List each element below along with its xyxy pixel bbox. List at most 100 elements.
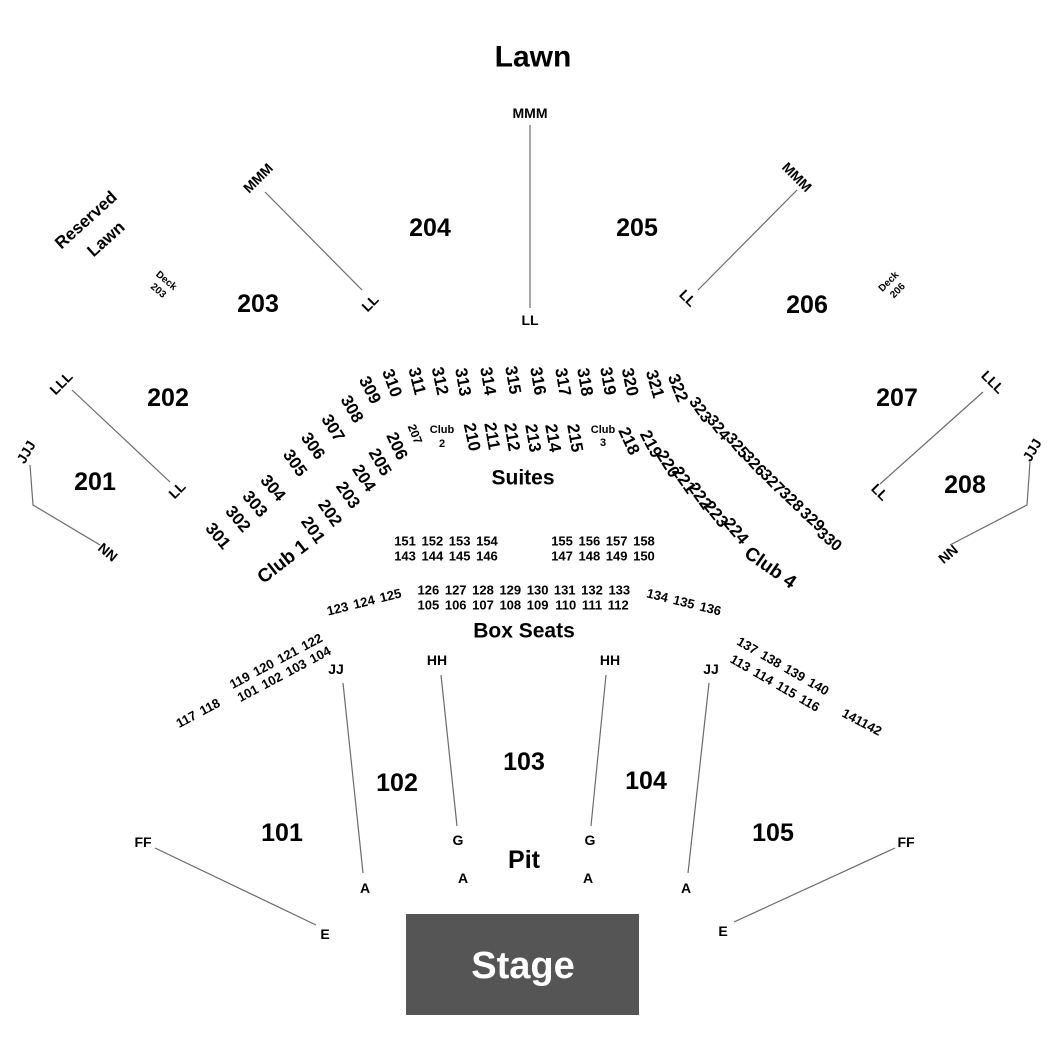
club-3-word: Club: [591, 424, 616, 436]
box-row-123-125[interactable]: 123 124 125: [325, 585, 403, 618]
club-2-label: Club 2: [430, 424, 455, 450]
section-205[interactable]: 205: [616, 214, 658, 242]
section-319[interactable]: 319: [596, 365, 620, 396]
suite-207[interactable]: 207: [405, 422, 426, 446]
row-marker-left-ll: LL: [358, 291, 382, 315]
suite-215[interactable]: 215: [563, 422, 587, 453]
box-row-134-136[interactable]: 134 135 136: [645, 585, 723, 618]
upper-sections: 204 205 203 206 202 207 201 208: [74, 214, 986, 499]
section-207[interactable]: 207: [876, 384, 918, 412]
club-3-number: 3: [600, 437, 606, 449]
row-marker-left-ff-e: E: [320, 926, 329, 942]
section-301[interactable]: 301: [202, 519, 235, 553]
box-row-141-142[interactable]: 141142: [840, 705, 885, 738]
row-marker-right-hh-a: A: [583, 870, 593, 886]
section-307[interactable]: 307: [317, 411, 348, 445]
box-row-117-118[interactable]: 117 118: [173, 695, 222, 731]
aisle-line-left-ff: [154, 847, 317, 926]
suite-212[interactable]: 212: [500, 421, 524, 452]
stage-block: [406, 914, 639, 1015]
club-1-label[interactable]: Club 1: [254, 536, 313, 589]
aisle-line-right-lll: [879, 391, 984, 485]
row-marker-right-jj-a: A: [681, 880, 691, 896]
box-row-143-146[interactable]: 143 144 145 146: [394, 549, 498, 564]
section-101[interactable]: 101: [261, 819, 303, 847]
suite-211[interactable]: 211: [480, 421, 503, 451]
row-marker-left-mmm: MMM: [240, 160, 276, 196]
lawn-title: Lawn: [495, 41, 572, 74]
section-321[interactable]: 321: [642, 368, 668, 401]
aisle-line-right-jj: [687, 682, 710, 874]
row-marker-right-mmm: MMM: [779, 159, 815, 195]
box-row-131-133[interactable]: 131 132 133: [554, 583, 630, 598]
row-marker-far-right-nn: NN: [935, 541, 961, 566]
box-row-105-109[interactable]: 105 106 107 108 109: [418, 598, 549, 613]
section-206[interactable]: 206: [786, 291, 828, 319]
aisle-line-right-ff: [733, 847, 896, 923]
section-316[interactable]: 316: [526, 365, 550, 396]
deck-203: Deck 203: [148, 269, 179, 301]
section-317[interactable]: 317: [551, 366, 575, 397]
row-marker-left-hh: HH: [427, 652, 447, 668]
row-marker-right-ff: FF: [897, 834, 915, 850]
box-row-155-158[interactable]: 155 156 157 158: [551, 534, 655, 549]
box-row-147-150[interactable]: 147 148 149 150: [551, 549, 655, 564]
row-marker-center-mmm: MMM: [513, 105, 548, 121]
suites-arc: 201 202 203 204 205 206 207 Club 2 210 2…: [254, 421, 800, 594]
section-311[interactable]: 311: [404, 365, 429, 396]
section-104[interactable]: 104: [625, 767, 667, 795]
section-308[interactable]: 308: [337, 392, 368, 426]
section-103[interactable]: 103: [503, 748, 545, 776]
section-315[interactable]: 315: [501, 364, 525, 395]
box-row-126-130[interactable]: 126 127 128 129 130: [418, 583, 549, 598]
stage: Stage: [406, 914, 639, 1015]
suite-214[interactable]: 214: [541, 422, 565, 454]
lower-row-markers: JJ A HH G A HH G A JJ A FF E FF E: [134, 652, 915, 942]
club-2-word: Club: [430, 424, 455, 436]
aisle-line-right-mmm: [697, 189, 798, 291]
aisle-line-left-mmm: [264, 191, 363, 291]
row-marker-right-ll: LL: [676, 286, 700, 310]
row-marker-left-hh-a: A: [458, 870, 468, 886]
aisle-line-left-jjj: [29, 464, 101, 546]
aisle-line-left-lll: [71, 389, 171, 483]
row-marker-left-hh-g: G: [453, 832, 464, 848]
section-202[interactable]: 202: [147, 384, 189, 412]
row-marker-left-jj-a: A: [360, 880, 370, 896]
section-320[interactable]: 320: [618, 366, 642, 398]
section-102[interactable]: 102: [376, 769, 418, 797]
row-marker-right-hh: HH: [600, 652, 620, 668]
section-322[interactable]: 322: [664, 371, 692, 404]
section-318[interactable]: 318: [573, 366, 597, 397]
aisle-line-left-hh: [440, 674, 458, 827]
row-marker-left-ff: FF: [134, 834, 152, 850]
aisle-line-right-hh: [590, 674, 607, 827]
section-201[interactable]: 201: [74, 468, 116, 496]
aisle-lines: [29, 125, 1031, 926]
stage-label: Stage: [471, 945, 574, 987]
row-marker-left-jj: JJ: [328, 661, 344, 677]
pit-label[interactable]: Pit: [508, 846, 541, 874]
aisle-line-right-jjj: [949, 461, 1031, 546]
section-312[interactable]: 312: [428, 365, 452, 397]
section-208[interactable]: 208: [944, 471, 986, 499]
row-marker-far-left-jjj: JJJ: [13, 438, 39, 466]
box-row-151-154[interactable]: 151 152 153 154: [394, 534, 498, 549]
box-row-110-112[interactable]: 110 111 112: [555, 598, 628, 613]
suite-213[interactable]: 213: [521, 422, 545, 453]
row-marker-center-ll: LL: [521, 312, 539, 328]
club-4-label[interactable]: Club 4: [740, 543, 800, 594]
club-2-number: 2: [439, 438, 445, 450]
row-marker-right-hh-g: G: [585, 832, 596, 848]
section-105[interactable]: 105: [752, 819, 794, 847]
suite-210[interactable]: 210: [460, 421, 484, 453]
box-seats-label: Box Seats: [473, 620, 575, 643]
row-marker-far-right-jjj: JJJ: [1019, 436, 1045, 464]
sections-300-arc: 301 302 303 304 305 306 307 308 309 310 …: [202, 364, 845, 555]
deck-206: Deck 206: [877, 269, 908, 300]
section-203[interactable]: 203: [237, 290, 279, 318]
section-313[interactable]: 313: [451, 366, 475, 397]
section-314[interactable]: 314: [476, 365, 500, 397]
suites-label: Suites: [491, 467, 554, 490]
section-204[interactable]: 204: [409, 214, 451, 242]
